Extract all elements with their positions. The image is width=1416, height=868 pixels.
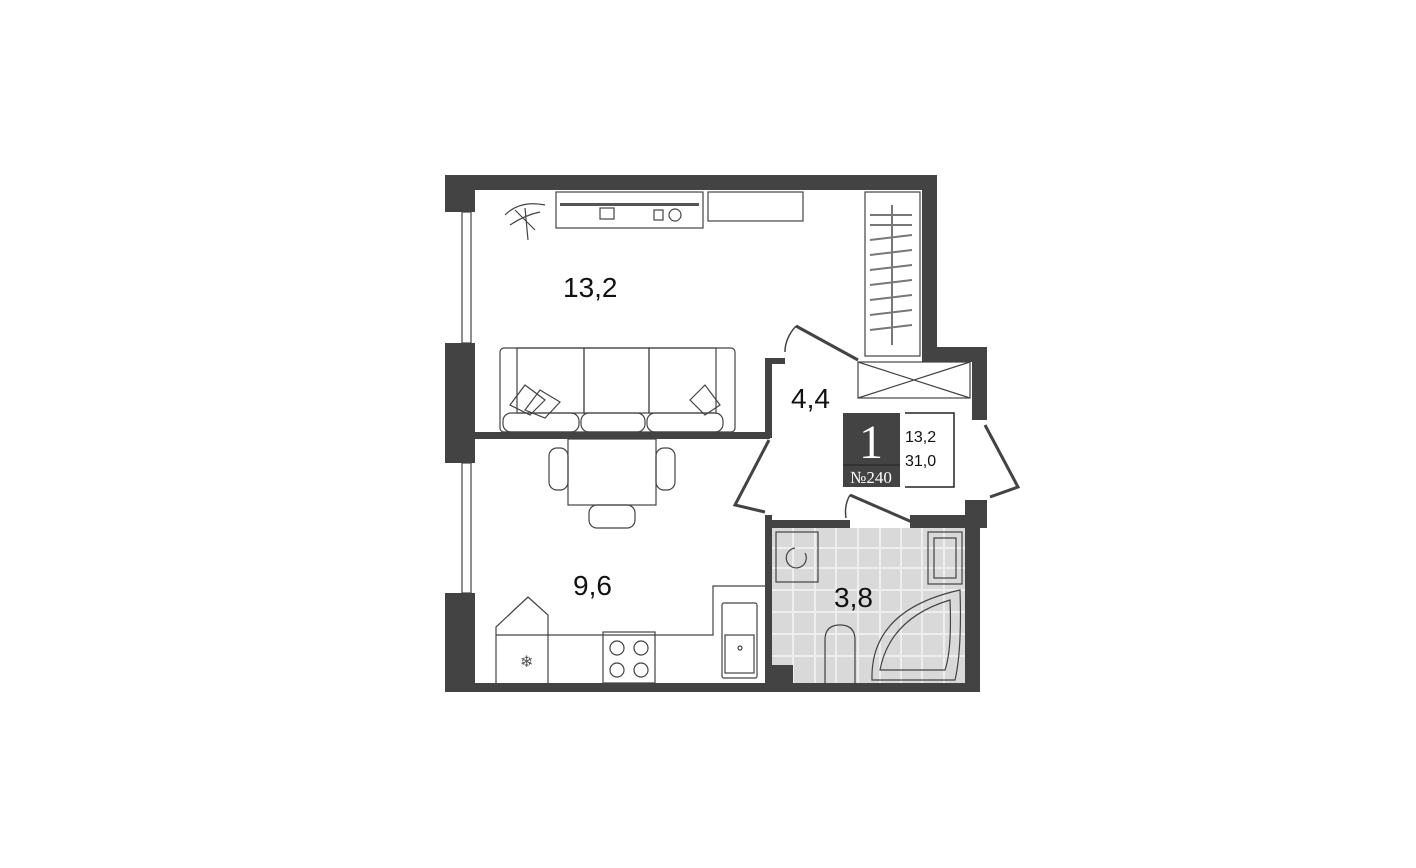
snowflake-icon: ❄ xyxy=(520,654,533,671)
apartment-badge: 1 №240 13,2 31,0 xyxy=(843,412,955,488)
windows xyxy=(461,211,472,594)
tv-stand xyxy=(555,191,804,229)
room-area-kitchen: 9,6 xyxy=(573,570,612,601)
living-area: 13,2 xyxy=(905,429,936,446)
bathroom-floor xyxy=(772,528,965,683)
total-area: 31,0 xyxy=(905,453,936,470)
kitchen-unit: ❄ xyxy=(495,585,765,684)
apartment-number: №240 xyxy=(850,468,892,487)
walls xyxy=(445,175,987,692)
room-area-hallway: 4,4 xyxy=(791,383,830,414)
room-area-bathroom: 3,8 xyxy=(834,582,873,613)
bathroom-fixtures xyxy=(775,531,963,683)
dining-table xyxy=(548,438,676,529)
room-area-living: 13,2 xyxy=(563,272,618,303)
plant-icon xyxy=(504,203,546,241)
doors xyxy=(732,324,1021,524)
entrance-cabinet xyxy=(857,361,971,399)
sofa xyxy=(499,347,736,433)
wardrobe xyxy=(864,191,921,357)
rooms-count: 1 xyxy=(859,416,883,469)
